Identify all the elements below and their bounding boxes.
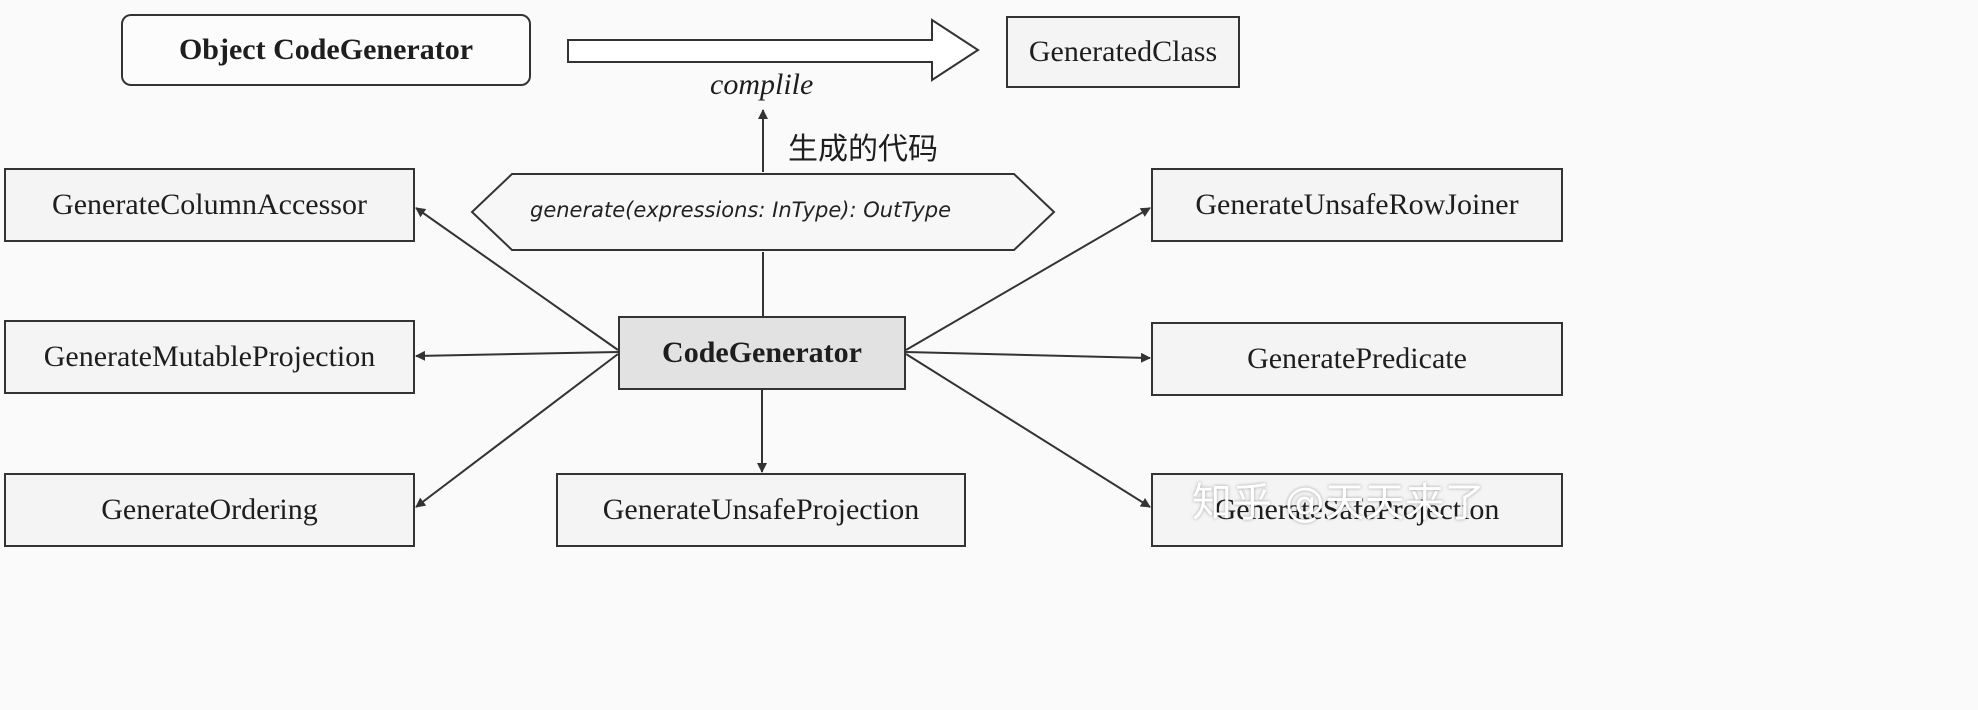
codegenerator-node: CodeGenerator: [618, 316, 906, 390]
compile-label: complile: [710, 68, 814, 101]
generatecolumnaccessor-label: GenerateColumnAccessor: [52, 188, 367, 221]
generatemutableprojection-label: GenerateMutableProjection: [43, 340, 376, 373]
generateordering-node: GenerateOrdering: [4, 473, 415, 547]
arrow-to-column-accessor: [415, 207, 619, 351]
generatedclass-node: GeneratedClass: [1006, 16, 1240, 88]
arrow-to-safe-projection: [905, 353, 1151, 508]
generatepredicate-label: GeneratePredicate: [1247, 342, 1467, 375]
generatesafeprojection-label: GenerateSafeProjection: [1214, 493, 1500, 526]
watermark: 知乎 @天天来了: [1192, 480, 1485, 526]
generated-code-label: 生成的代码: [788, 132, 938, 167]
connector-layer: [415, 18, 1151, 508]
generatepredicate-node: GeneratePredicate: [1151, 322, 1563, 396]
object-codegenerator-node: Object CodeGenerator: [121, 14, 531, 86]
generateunsafeprojection-node: GenerateUnsafeProjection: [556, 473, 966, 547]
generatecolumnaccessor-node: GenerateColumnAccessor: [4, 168, 415, 242]
generatedclass-label: GeneratedClass: [1028, 35, 1218, 68]
generateordering-label: GenerateOrdering: [101, 493, 318, 526]
codegenerator-label: CodeGenerator: [662, 336, 862, 369]
generatemutableprojection-node: GenerateMutableProjection: [4, 320, 415, 394]
method-hexagon: [470, 173, 1056, 251]
generateunsafeprojection-label: GenerateUnsafeProjection: [602, 493, 920, 526]
compile-arrow: [567, 18, 980, 82]
generateunsaferowjoiner-node: GenerateUnsafeRowJoiner: [1151, 168, 1563, 242]
arrow-to-mutable-projection: [415, 350, 619, 361]
arrow-to-ordering: [415, 353, 619, 508]
object-codegenerator-label: Object CodeGenerator: [178, 33, 474, 66]
generatesafeprojection-node: GenerateSafeProjection: [1151, 473, 1563, 547]
arrow-to-unsafe-row-joiner: [905, 207, 1151, 351]
arrow-to-predicate: [905, 351, 1151, 363]
generateunsaferowjoiner-label: GenerateUnsafeRowJoiner: [1195, 188, 1519, 221]
method-signature-label: generate(expressions: InType): OutType: [530, 198, 952, 222]
diagram-canvas: Object CodeGenerator GeneratedClass comp…: [4, 14, 1563, 547]
